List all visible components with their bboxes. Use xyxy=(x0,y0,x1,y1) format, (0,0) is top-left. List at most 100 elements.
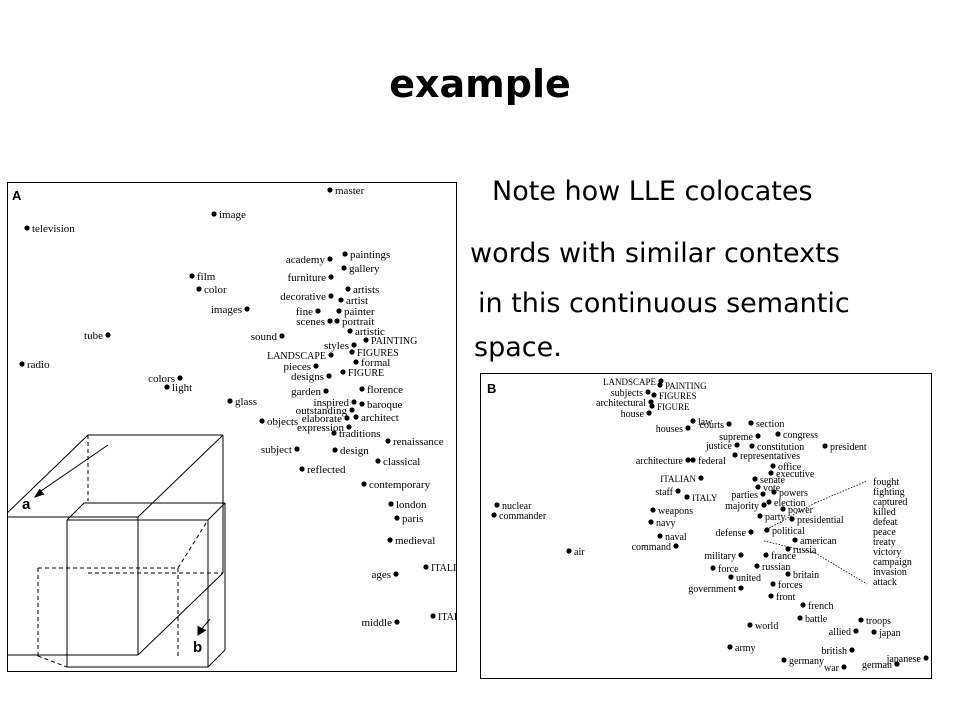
word-point xyxy=(763,552,769,558)
word-point xyxy=(423,564,429,570)
word-label: subject xyxy=(261,444,292,456)
word-point xyxy=(685,457,691,463)
word-label: american xyxy=(800,536,837,547)
word-point xyxy=(754,563,760,569)
word-label: president xyxy=(830,442,867,453)
word-point xyxy=(657,533,663,539)
word-label: pieces xyxy=(284,361,311,373)
word-point xyxy=(294,446,300,452)
word-point xyxy=(331,430,337,436)
word-label: FIGURE xyxy=(348,368,384,379)
word-label: britain xyxy=(793,570,819,581)
word-label: commander xyxy=(499,511,547,522)
word-label: gallery xyxy=(349,263,380,275)
word-point xyxy=(760,491,766,497)
word-label: elaborate xyxy=(302,413,342,425)
word-label: london xyxy=(396,499,427,511)
word-label: radio xyxy=(27,359,50,371)
word-point xyxy=(800,602,806,608)
cube-diagram xyxy=(8,434,226,668)
word-point xyxy=(196,286,202,292)
word-point xyxy=(244,306,250,312)
note-line: words with similar contexts xyxy=(470,238,840,269)
word-point xyxy=(649,403,655,409)
word-point xyxy=(430,613,436,619)
word-label: formal xyxy=(361,357,390,369)
word-point xyxy=(344,415,350,421)
word-point xyxy=(336,308,342,314)
word-point xyxy=(164,384,170,390)
word-label: expression xyxy=(297,422,345,434)
word-label: powers xyxy=(779,488,808,499)
word-label: federal xyxy=(698,456,726,467)
word-label: battle xyxy=(805,614,828,625)
word-point xyxy=(313,363,319,369)
word-label: artistic xyxy=(355,326,385,338)
word-label: political xyxy=(772,526,805,537)
word-point xyxy=(19,361,25,367)
word-point xyxy=(698,475,704,481)
word-label: portrait xyxy=(342,316,374,328)
word-point xyxy=(334,318,340,324)
word-point xyxy=(388,501,394,507)
word-label: outstanding xyxy=(296,405,348,417)
bracket-word: invasion xyxy=(873,567,907,578)
word-label: objects xyxy=(267,416,298,428)
word-point xyxy=(227,398,233,404)
word-point xyxy=(189,273,195,279)
word-point xyxy=(792,537,798,543)
word-point xyxy=(651,392,657,398)
word-point xyxy=(359,401,365,407)
word-label: majority xyxy=(725,501,759,512)
word-label: forces xyxy=(778,580,803,591)
word-label: architectural xyxy=(596,398,646,409)
word-point xyxy=(394,619,400,625)
word-label: glass xyxy=(235,396,257,408)
word-label: force xyxy=(718,564,739,575)
word-label: film xyxy=(197,271,216,283)
word-point xyxy=(752,476,758,482)
word-point xyxy=(781,657,787,663)
word-label: furniture xyxy=(288,272,327,284)
word-label: tube xyxy=(84,330,103,342)
word-point xyxy=(385,438,391,444)
bracket-word: attack xyxy=(873,577,897,588)
word-point xyxy=(363,337,369,343)
word-label: courts xyxy=(700,420,725,431)
word-point xyxy=(747,622,753,628)
word-label: florence xyxy=(367,384,403,396)
word-label: FIGURES xyxy=(659,391,697,401)
bracket-word: fighting xyxy=(873,487,905,498)
panel-label-a: A xyxy=(12,188,22,203)
word-label: vote xyxy=(763,483,781,494)
word-label: allied xyxy=(829,627,851,638)
word-label: renaissance xyxy=(393,436,444,448)
note-line: in this continuous semantic xyxy=(478,288,850,319)
word-point xyxy=(279,333,285,339)
word-label: traditions xyxy=(339,428,381,440)
word-label: congress xyxy=(783,430,818,441)
bracket-word: defeat xyxy=(873,517,898,528)
word-label: staff xyxy=(655,487,673,498)
word-label: PAINTING xyxy=(665,381,707,391)
word-label: images xyxy=(211,304,242,316)
word-point xyxy=(353,414,359,420)
word-label: architect xyxy=(361,412,399,424)
word-point xyxy=(771,489,777,495)
word-label: painter xyxy=(344,306,375,318)
word-point xyxy=(841,664,847,670)
word-point xyxy=(351,342,357,348)
word-point xyxy=(375,458,381,464)
word-label: japan xyxy=(878,628,901,639)
note-line: Note how LLE colocates xyxy=(492,176,813,207)
word-point xyxy=(685,425,691,431)
word-point xyxy=(690,457,696,463)
word-point xyxy=(315,308,321,314)
word-label: power xyxy=(788,505,814,516)
word-label: light xyxy=(172,382,192,394)
word-point xyxy=(105,332,111,338)
word-label: ITALIAN xyxy=(660,474,696,484)
word-label: world xyxy=(755,621,778,632)
